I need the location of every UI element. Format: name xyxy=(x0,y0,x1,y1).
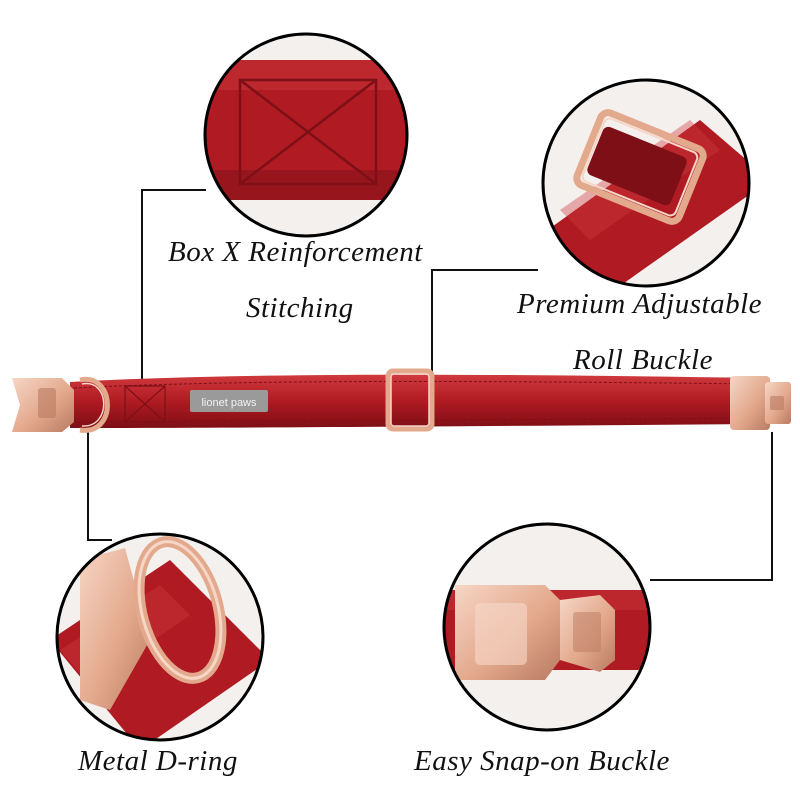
right-buckle-end xyxy=(730,376,791,430)
caption-stitching-line1: Box X Reinforcement xyxy=(168,236,423,268)
strap-d-ring xyxy=(79,376,110,433)
caption-snap-buckle: Easy Snap-on Buckle xyxy=(414,745,670,777)
brand-tag: lionet paws xyxy=(190,390,268,412)
caption-roll-buckle-line2: Roll Buckle xyxy=(573,344,713,376)
caption-roll-buckle-line1: Premium Adjustable xyxy=(517,288,763,320)
connector-snap-buckle xyxy=(650,432,773,581)
detail-roll-buckle xyxy=(541,78,751,288)
caption-d-ring: Metal D-ring xyxy=(78,745,238,777)
left-snap-buckle xyxy=(12,378,74,432)
strap-box-x-stitch xyxy=(124,385,166,423)
caption-stitching-line2: Stitching xyxy=(246,292,354,324)
connector-stitching xyxy=(141,189,206,380)
connector-d-ring xyxy=(87,430,112,541)
connector-roll-buckle xyxy=(431,269,538,372)
collar-strap: lionet paws xyxy=(12,368,791,433)
detail-snap-buckle xyxy=(442,522,652,732)
detail-d-ring xyxy=(55,532,265,742)
roll-buckle xyxy=(385,368,435,432)
brand-tag-text: lionet paws xyxy=(201,397,257,409)
detail-stitching xyxy=(203,32,409,238)
